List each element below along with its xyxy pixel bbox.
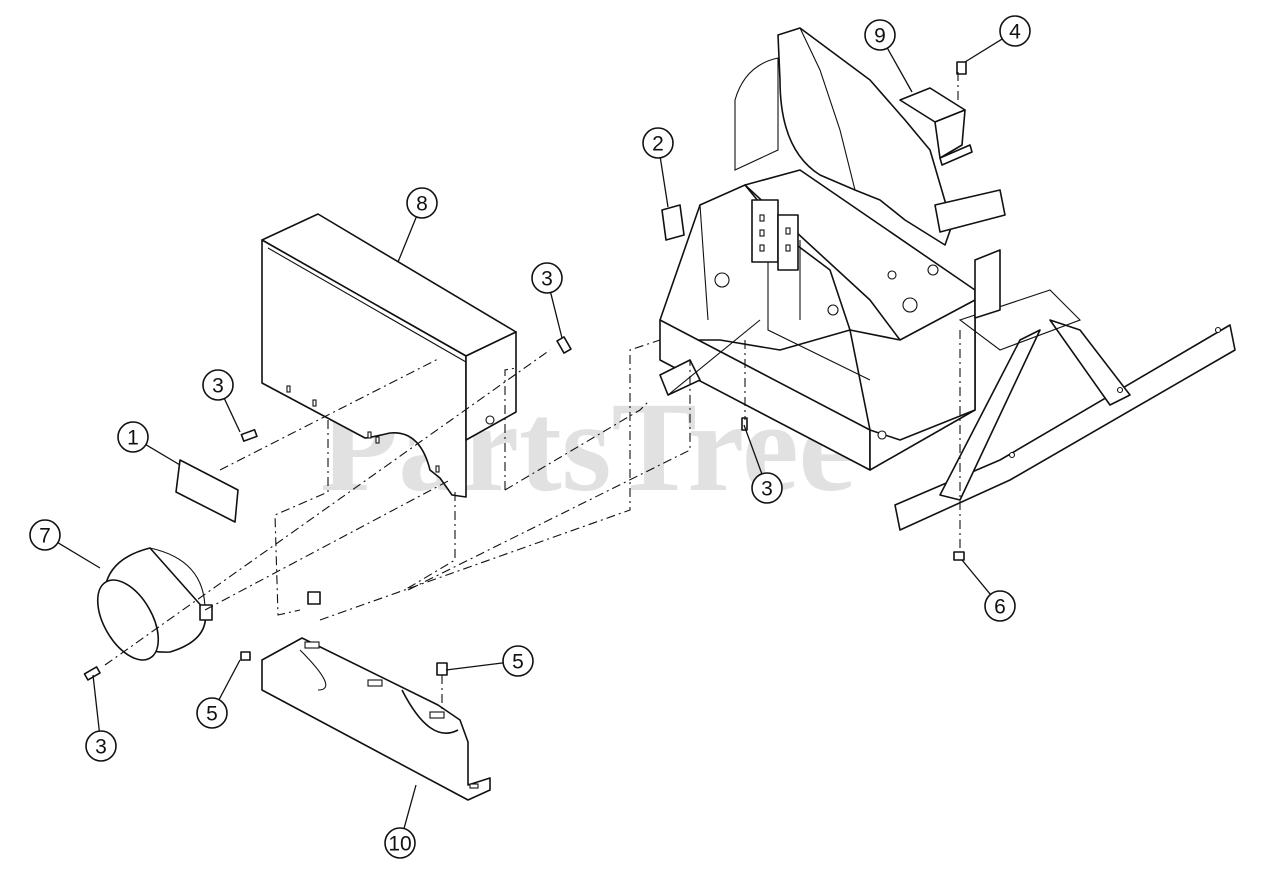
callout-circle	[751, 472, 783, 504]
callout-c3d: 3	[85, 674, 117, 762]
callout-circle	[406, 187, 438, 219]
callout-number: 6	[994, 596, 1006, 619]
callout-circle	[531, 262, 563, 294]
callout-circle	[202, 369, 234, 401]
callout-number: 3	[761, 478, 773, 501]
part-2-warning-decal	[661, 204, 685, 241]
callout-circle	[502, 645, 534, 677]
callout-leader-line	[403, 784, 417, 829]
callout-c8: 8	[397, 187, 438, 263]
callout-leader-line	[445, 662, 504, 671]
callout-circle	[384, 827, 416, 859]
callout-leader-line	[145, 444, 181, 466]
callout-circle	[642, 127, 674, 159]
callout-number: 1	[127, 427, 139, 450]
callout-leader-line	[57, 542, 101, 569]
main-frame	[659, 27, 1236, 531]
callout-c7: 7	[29, 519, 101, 569]
callout-leader-line	[886, 47, 913, 93]
callout-number: 5	[206, 703, 218, 726]
callout-leader-line	[659, 157, 669, 208]
callout-number: 5	[512, 651, 524, 674]
callout-number: 8	[416, 193, 428, 216]
callout-number: 3	[95, 736, 107, 759]
callouts: 1 2 3 3 3 3 4 5 5 6 7 8 9 10	[29, 15, 1031, 859]
callout-circle	[117, 421, 149, 453]
callout-c4: 4	[964, 15, 1031, 63]
callout-leader-line	[964, 38, 1003, 63]
callout-circle	[85, 730, 117, 762]
callout-number: 7	[39, 525, 51, 548]
callout-c3b: 3	[202, 369, 241, 433]
callout-c1: 1	[117, 421, 181, 466]
callout-leader-line	[223, 398, 241, 433]
part-7-duct	[96, 547, 213, 661]
callout-leader-line	[961, 559, 991, 595]
callout-number: 3	[212, 375, 224, 398]
callout-c5b: 5	[445, 645, 534, 677]
callout-c10: 10	[384, 784, 417, 859]
part-1-decal	[175, 459, 239, 523]
callout-leader-line	[92, 674, 100, 732]
callout-circle	[864, 19, 896, 51]
callout-leader-line	[743, 424, 763, 475]
callout-number: 4	[1009, 21, 1021, 44]
callout-leader-line	[218, 659, 241, 701]
assembly-guide-lines	[104, 72, 961, 710]
callout-circle	[196, 697, 228, 729]
callout-c5a: 5	[196, 659, 241, 729]
callout-number: 3	[541, 268, 553, 291]
fastener-5-clips	[240, 591, 448, 676]
callout-c3c: 3	[743, 424, 783, 504]
callout-leader-line	[550, 292, 563, 339]
callout-number: 2	[652, 133, 664, 156]
callout-number: 9	[874, 25, 886, 48]
part-8-cover-box	[261, 213, 517, 498]
callout-circle	[29, 519, 61, 551]
callout-leader-line	[397, 216, 417, 263]
part-10-lower-shield	[261, 637, 491, 801]
callout-circle	[984, 590, 1016, 622]
callout-c9: 9	[864, 19, 913, 93]
callout-c6: 6	[961, 559, 1016, 622]
callout-c3a: 3	[531, 262, 563, 339]
callout-c2: 2	[642, 127, 674, 208]
part-9-bracket	[899, 87, 973, 166]
callout-circle	[999, 15, 1031, 47]
callout-number: 10	[388, 833, 411, 856]
screws	[83, 61, 967, 681]
